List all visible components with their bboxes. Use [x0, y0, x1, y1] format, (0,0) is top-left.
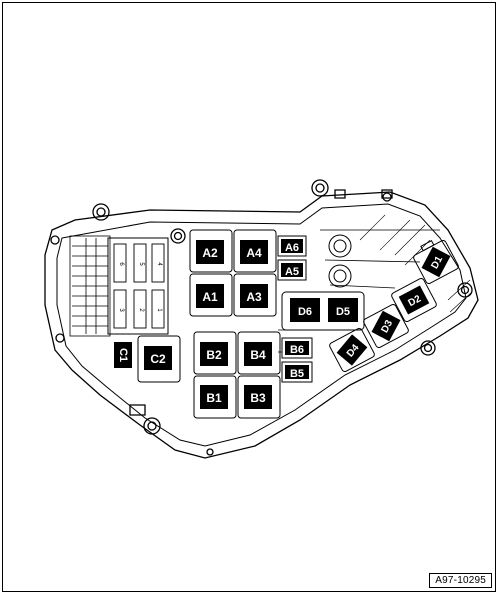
relay-b5-label: B5	[290, 368, 304, 380]
fuse-4-number: 4	[156, 262, 162, 266]
relay-slot-frames	[137, 229, 365, 419]
fuse-5-number: 5	[138, 262, 144, 266]
relay-d6[interactable]: D6	[290, 298, 320, 322]
relay-a4[interactable]: A4	[240, 240, 268, 264]
fuse-3-number: 3	[118, 308, 124, 312]
relay-b1[interactable]: B1	[200, 385, 228, 409]
relay-a2-label: A2	[202, 246, 218, 260]
relay-d6-label: D6	[298, 306, 312, 318]
relay-d1-label: D1	[429, 254, 445, 271]
relay-c2-label: C2	[150, 352, 166, 366]
relay-b1-label: B1	[206, 391, 222, 405]
fuse-5[interactable]	[133, 243, 147, 283]
relay-a6-label: A6	[285, 242, 299, 254]
relay-b4[interactable]: B4	[244, 342, 272, 366]
relay-a5-label: A5	[285, 266, 299, 278]
fuse-4[interactable]	[151, 243, 165, 283]
fuse-block: 6 5 4 3 2 1	[107, 237, 169, 335]
relay-d3[interactable]: D3	[371, 310, 401, 342]
relay-d4[interactable]: D4	[336, 334, 368, 366]
relay-d5[interactable]: D5	[328, 298, 358, 322]
fuse-6-number: 6	[118, 262, 124, 266]
fuse-3[interactable]	[113, 289, 127, 329]
relay-b6[interactable]: B6	[281, 337, 313, 359]
relay-a4-label: A4	[246, 246, 262, 260]
fuse-2-number: 2	[138, 308, 144, 312]
relay-a1[interactable]: A1	[196, 284, 224, 308]
relay-b3-label: B3	[250, 391, 266, 405]
relay-a3-label: A3	[246, 290, 262, 304]
round-sockets	[328, 234, 352, 288]
relay-a2[interactable]: A2	[196, 240, 224, 264]
fuse-2[interactable]	[133, 289, 147, 329]
relay-a3[interactable]: A3	[240, 284, 268, 308]
diagram-frame	[2, 2, 496, 592]
relay-b5[interactable]: B5	[281, 361, 313, 383]
fuse-1[interactable]	[151, 289, 165, 329]
relay-c2[interactable]: C2	[144, 346, 172, 370]
relay-d2-label: D2	[406, 293, 423, 309]
relay-labels: A2 A4 A1 A3 A6 A5 B2 B4	[114, 235, 451, 409]
relay-b2[interactable]: B2	[200, 342, 228, 366]
relay-b3[interactable]: B3	[244, 385, 272, 409]
relay-c1-label: C1	[117, 348, 129, 362]
d-relay-housings	[329, 239, 459, 373]
fuse-6[interactable]	[113, 243, 127, 283]
reference-code: A97-10295	[429, 573, 492, 588]
relay-b2-label: B2	[206, 348, 222, 362]
relay-a5[interactable]: A5	[277, 259, 307, 281]
housing-outline	[44, 179, 479, 459]
relay-d3-label: D3	[379, 318, 395, 335]
relay-b4-label: B4	[250, 348, 266, 362]
relay-d5-label: D5	[336, 306, 350, 318]
fuse-1-number: 1	[156, 308, 162, 312]
relay-b6-label: B6	[290, 344, 304, 356]
relay-c1[interactable]: C1	[114, 342, 132, 368]
relay-a1-label: A1	[202, 290, 218, 304]
relay-d2[interactable]: D2	[398, 285, 430, 315]
relay-d1[interactable]: D1	[421, 246, 451, 278]
relay-a6[interactable]: A6	[277, 235, 307, 257]
left-connector-strip	[69, 235, 111, 337]
